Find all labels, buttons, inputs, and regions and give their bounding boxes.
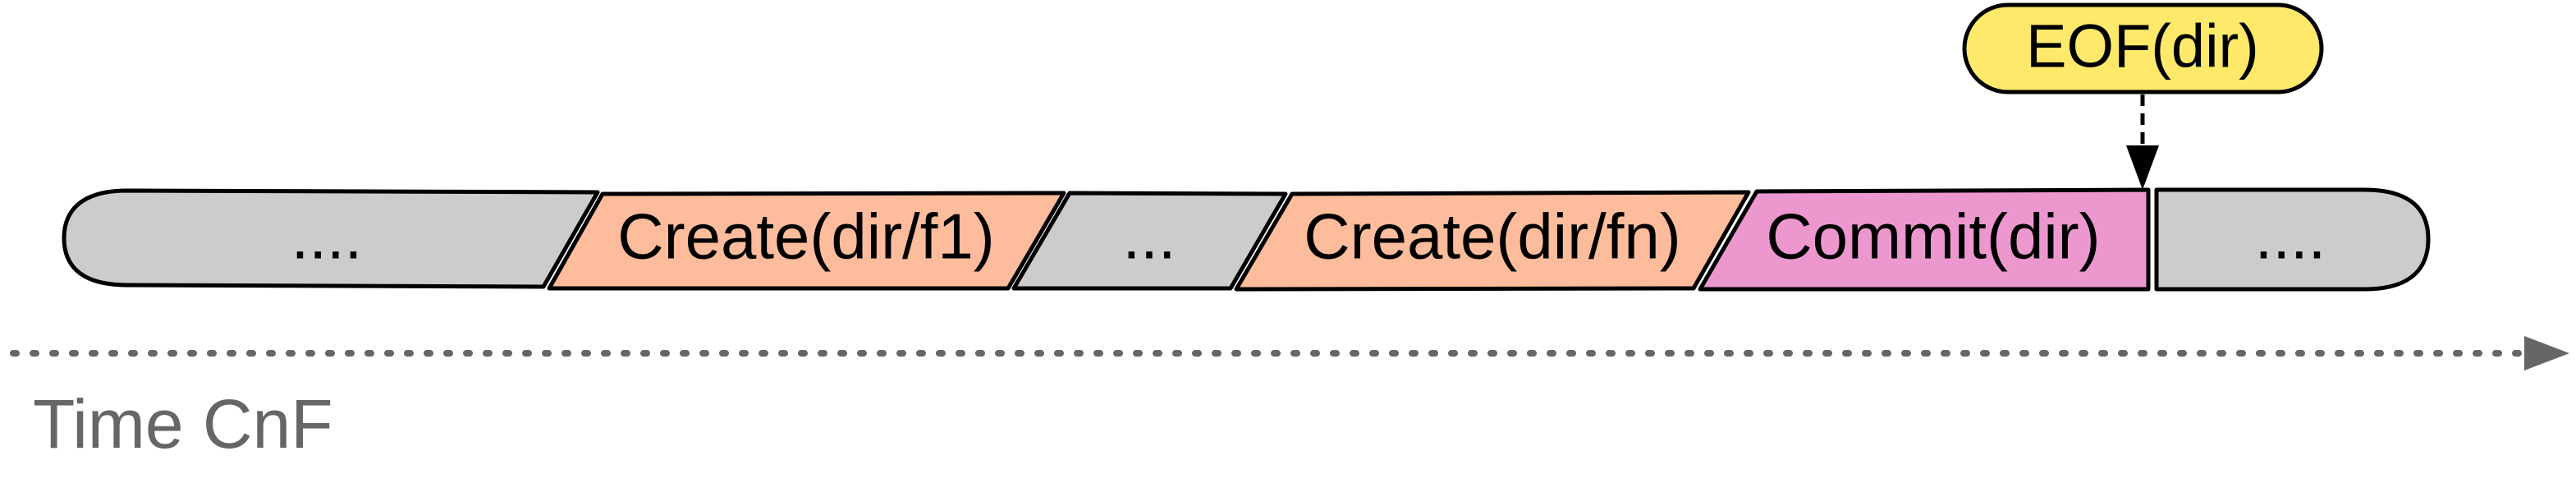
eof-arrow-head bbox=[2126, 145, 2159, 190]
segment-commit bbox=[1698, 187, 2151, 292]
eof-marker-label: EOF(dir) bbox=[2026, 12, 2259, 81]
segment-ellipsis-start-label: .... bbox=[291, 200, 363, 273]
segment-ellipsis-end bbox=[2154, 187, 2431, 292]
segment-create-fn-label: Create(dir/fn) bbox=[1304, 200, 1680, 273]
segment-ellipsis-end-label: .... bbox=[2255, 200, 2326, 273]
segment-ellipsis-start bbox=[62, 188, 600, 289]
eof-marker-pill bbox=[1962, 2, 2324, 94]
segment-create-f1-label: Create(dir/f1) bbox=[617, 200, 994, 273]
eof-arrow bbox=[2126, 94, 2159, 190]
eof-marker: EOF(dir) bbox=[1962, 2, 2324, 94]
segment-commit-label: Commit(dir) bbox=[1766, 200, 2100, 273]
timeline-arrow-head bbox=[2524, 336, 2569, 371]
segment-create-f1 bbox=[547, 191, 1066, 291]
segment-band: .... Create(dir/f1) ... Create(dir/fn) C… bbox=[62, 187, 2431, 292]
timeline-label: Time CnF bbox=[33, 385, 333, 463]
segment-ellipsis-mid bbox=[1011, 191, 1288, 291]
timeline: Time CnF bbox=[10, 336, 2569, 463]
segment-ellipsis-mid-label: ... bbox=[1122, 200, 1176, 273]
segment-create-fn bbox=[1234, 190, 1751, 292]
